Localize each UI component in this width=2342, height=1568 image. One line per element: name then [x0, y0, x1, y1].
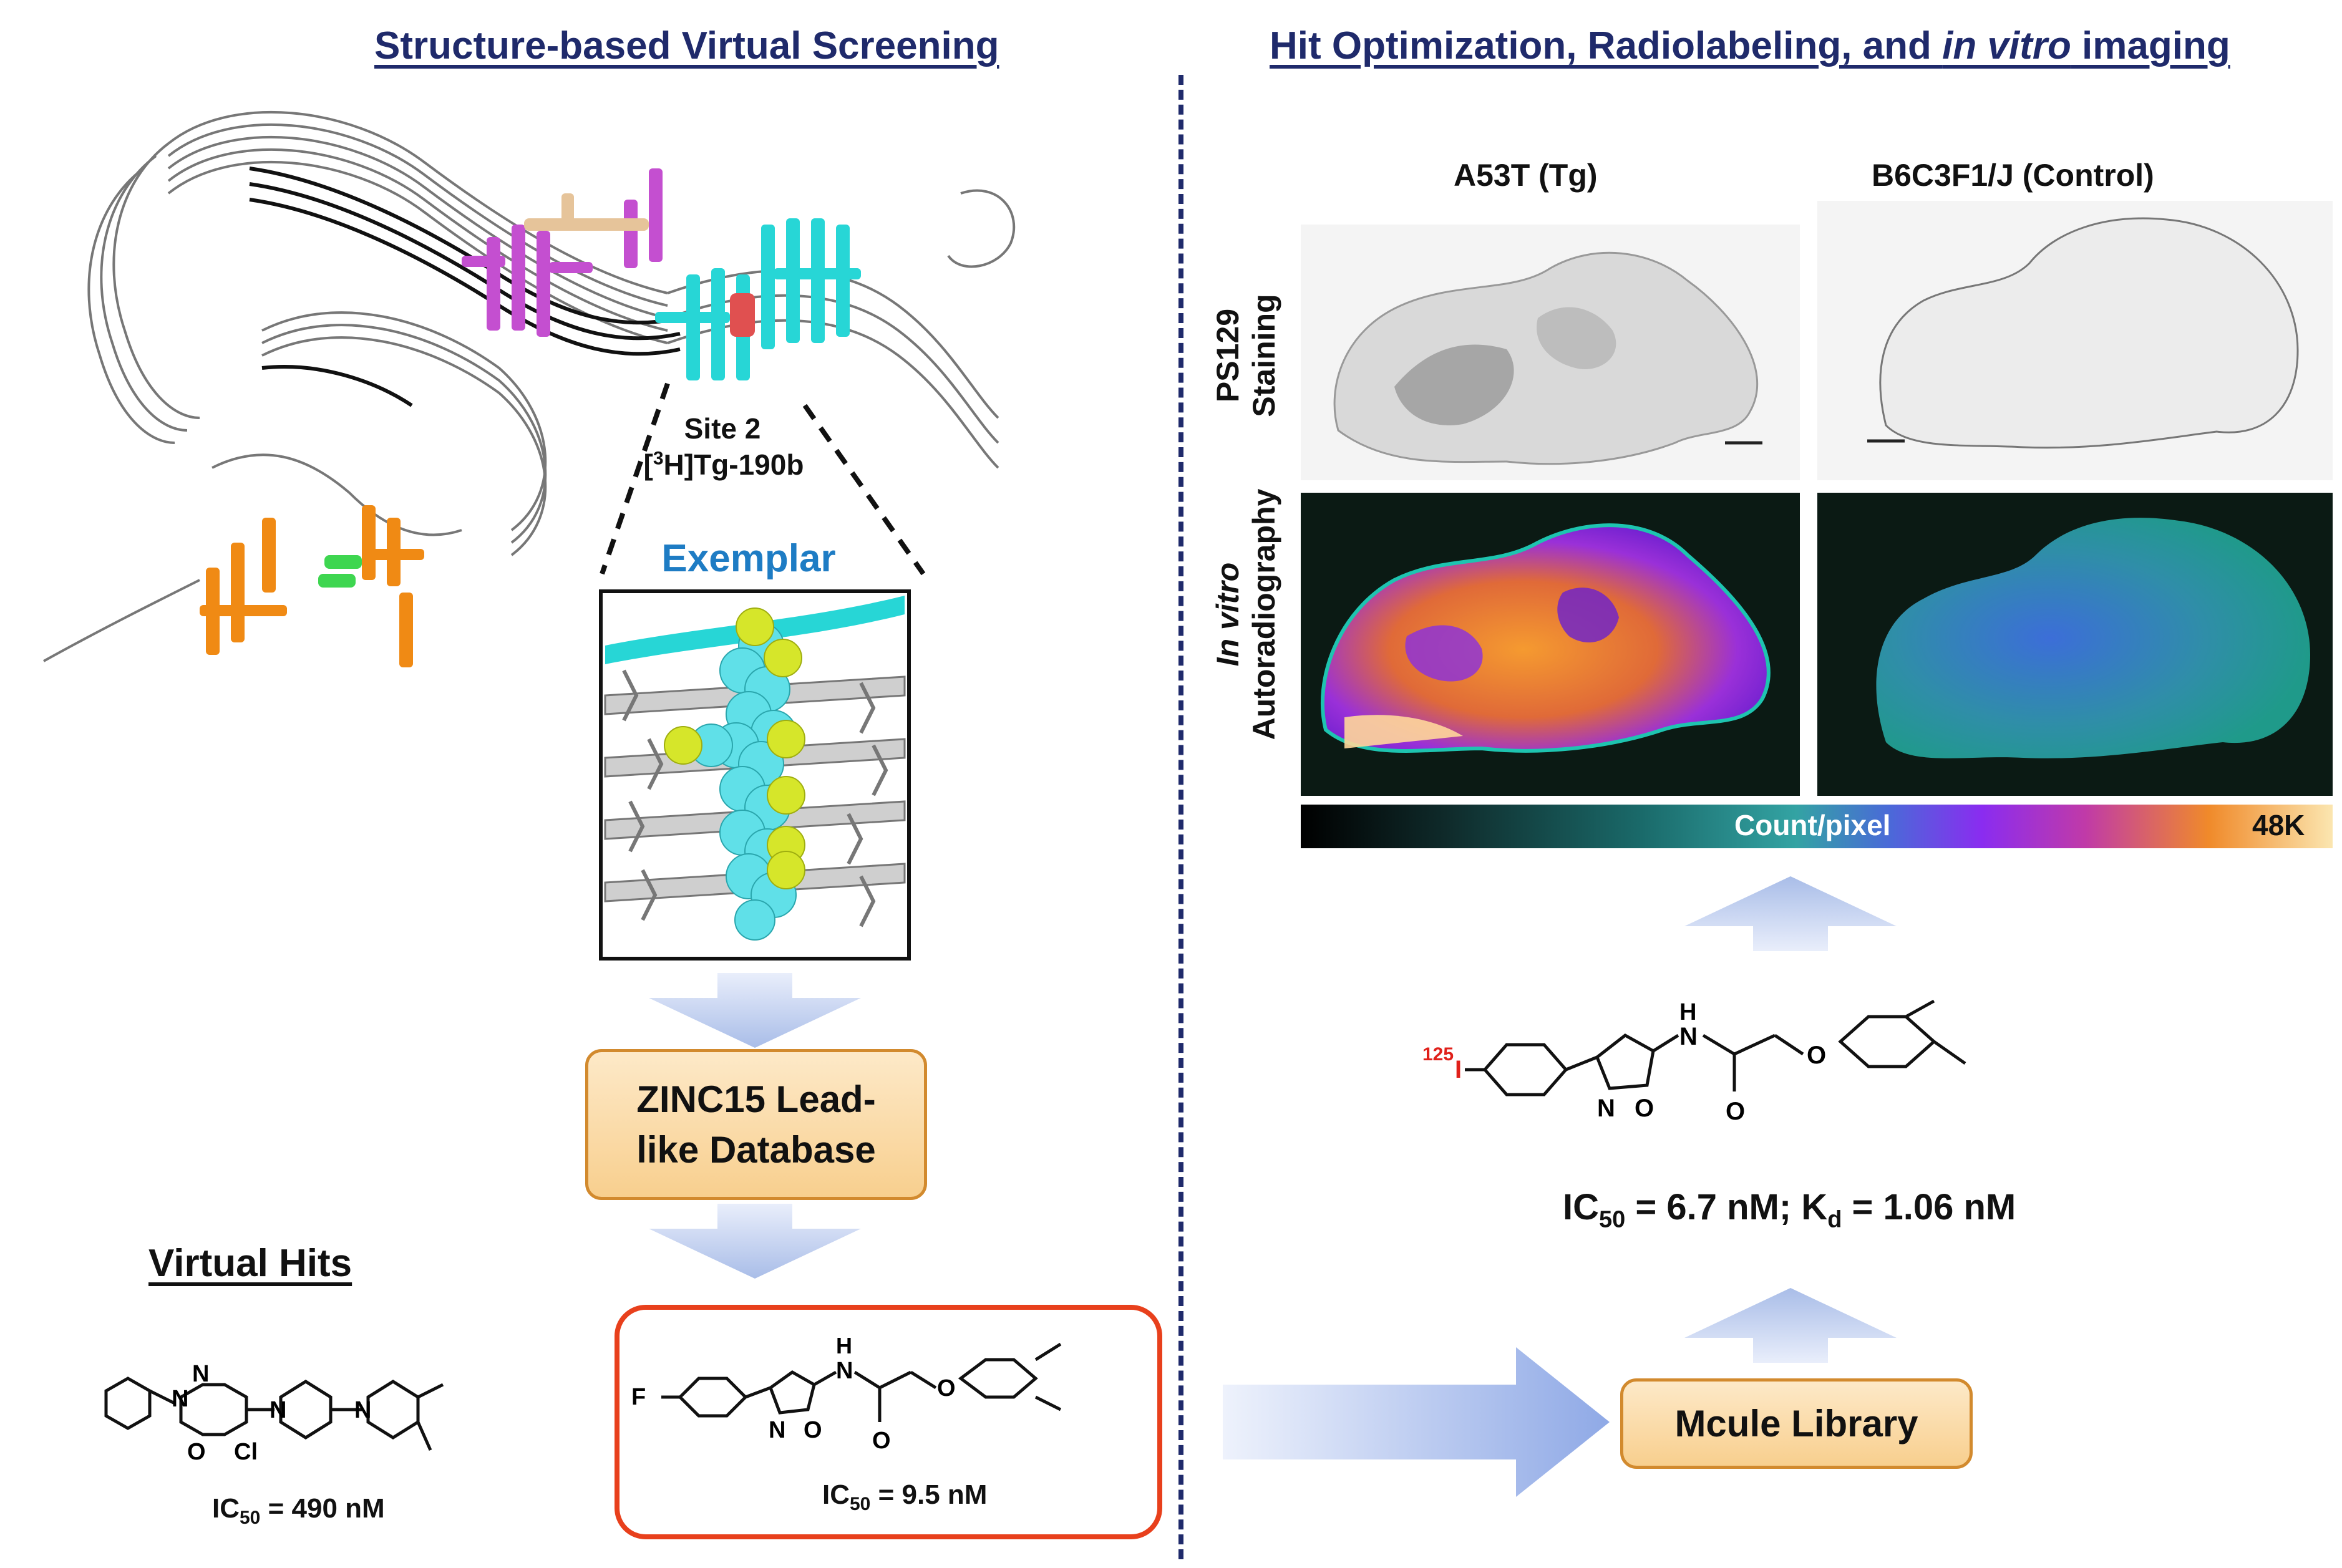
row1-line1: PS129 [1210, 308, 1245, 403]
zinc15-box-text: ZINC15 Lead-like Database [636, 1074, 876, 1175]
zinc15-line2: like Database [636, 1129, 876, 1171]
hit2-ic50-value: = 9.5 nM [870, 1479, 988, 1510]
hit1-ic50: IC50 = 490 nM [212, 1493, 385, 1529]
hit2-atom-nh: N [836, 1358, 853, 1384]
section-divider [1178, 75, 1183, 1559]
hit2-highlight-box [615, 1305, 1162, 1539]
staining-image-control [1817, 201, 2333, 480]
hit1-atom-n2: N [192, 1361, 209, 1387]
hit1-atom-o: O [187, 1439, 206, 1465]
staining-image-tg [1301, 225, 1800, 480]
hit2-ic50-prefix: IC [822, 1479, 850, 1510]
hit1-atom-n4: N [354, 1397, 371, 1423]
compound-atom-o-ether: O [1807, 1042, 1826, 1069]
compound-kd-sub: d [1827, 1206, 1842, 1233]
exemplar-sphere-model [599, 589, 911, 961]
row2-line2: Autoradiography [1246, 488, 1281, 740]
colorbar-label: Count/pixel [1734, 809, 1891, 841]
optimized-compound-structure: 125 I H N N O O O [1422, 999, 1966, 1125]
column-label-tg: A53T (Tg) [1454, 158, 1598, 193]
ligand-label-pre: [ [643, 448, 653, 481]
ligand-label: [3H]Tg-190b [624, 448, 824, 482]
virtual-hits-heading: Virtual Hits [148, 1242, 352, 1285]
right-title-pre: Hit Optimization, Radiolabeling, and [1270, 24, 1943, 67]
down-arrow-1 [649, 973, 861, 1048]
down-arrow-2 [649, 1204, 861, 1279]
up-arrow-2 [1684, 1288, 1897, 1363]
site-label: Site 2 [684, 412, 761, 445]
compound-atom-o-ring: O [1635, 1095, 1654, 1122]
column-label-control: B6C3F1/J (Control) [1872, 158, 2154, 193]
compound-ic50-value: = 6.7 nM; K [1625, 1187, 1828, 1227]
brain-section-tg [1333, 251, 1762, 465]
mcule-library-box: Mcule Library [1620, 1378, 1973, 1469]
iodine-mass-number: 125 [1422, 1044, 1454, 1065]
autoradiograph-control-image [1876, 518, 2310, 758]
zinc15-database-box: ZINC15 Lead-like Database [585, 1049, 927, 1200]
hit2-ic50: IC50 = 9.5 nM [822, 1479, 987, 1515]
protein-ribbon-illustration [43, 110, 1016, 667]
right-arrow [1223, 1347, 1610, 1497]
hit1-atom-n1: N [172, 1386, 188, 1412]
exemplar-label: Exemplar [661, 537, 836, 580]
compound-atom-o-carbonyl: O [1726, 1098, 1745, 1125]
zinc15-line1: ZINC15 Lead- [636, 1078, 876, 1120]
right-title-post: imaging [2071, 24, 2230, 67]
autoradiograph-tg-image [1320, 523, 1771, 753]
autoradiograph-tg [1301, 493, 1800, 796]
hit1-ic50-value: = 490 nM [260, 1493, 385, 1524]
up-arrow-1 [1684, 876, 1897, 951]
colorbar [1301, 805, 2333, 848]
row2-line1: In vitro [1210, 562, 1245, 667]
ligand-label-post: H]Tg-190b [663, 448, 804, 481]
ligand-label-sup: 3 [653, 448, 664, 469]
hit2-atom-n: N [769, 1417, 785, 1443]
compound-affinity: IC50 = 6.7 nM; Kd = 1.06 nM [1563, 1186, 2016, 1234]
hit2-atom-h: H [836, 1333, 852, 1358]
hit1-ic50-prefix: IC [212, 1493, 240, 1524]
compound-atom-h: H [1679, 999, 1696, 1025]
compound-ic50-prefix: IC [1563, 1187, 1599, 1227]
colorbar-max: 48K [2252, 809, 2305, 841]
compound-atom-nh: N [1679, 1023, 1698, 1050]
hit2-ic50-sub: 50 [850, 1493, 871, 1514]
hit2-atom-o-carbonyl: O [872, 1428, 891, 1454]
hit2-atom-f: F [631, 1384, 646, 1410]
autoradiograph-control [1817, 493, 2333, 796]
compound-ic50-sub: 50 [1599, 1206, 1626, 1233]
hit1-ic50-sub: 50 [240, 1507, 261, 1528]
iodine-atom: I [1455, 1056, 1462, 1083]
row1-line2: Staining [1246, 294, 1281, 417]
hit1-atom-n3: N [270, 1397, 286, 1423]
hit1-structure: N N O Cl N N [104, 1361, 444, 1465]
compound-atom-n: N [1597, 1095, 1615, 1122]
hit1-atom-cl: Cl [234, 1439, 258, 1465]
hit2-atom-o-ether: O [937, 1375, 956, 1401]
hit2-structure: F H N N O O O [631, 1333, 1062, 1454]
left-section-title: Structure-based Virtual Screening [374, 24, 999, 67]
hit2-atom-o-ring: O [804, 1417, 822, 1443]
brain-section-control [1867, 217, 2299, 449]
right-section-title: Hit Optimization, Radiolabeling, and in … [1270, 24, 2230, 68]
mcule-library-label: Mcule Library [1674, 1403, 1918, 1445]
right-title-italic: in vitro [1942, 24, 2071, 67]
compound-kd-value: = 1.06 nM [1842, 1187, 2016, 1227]
